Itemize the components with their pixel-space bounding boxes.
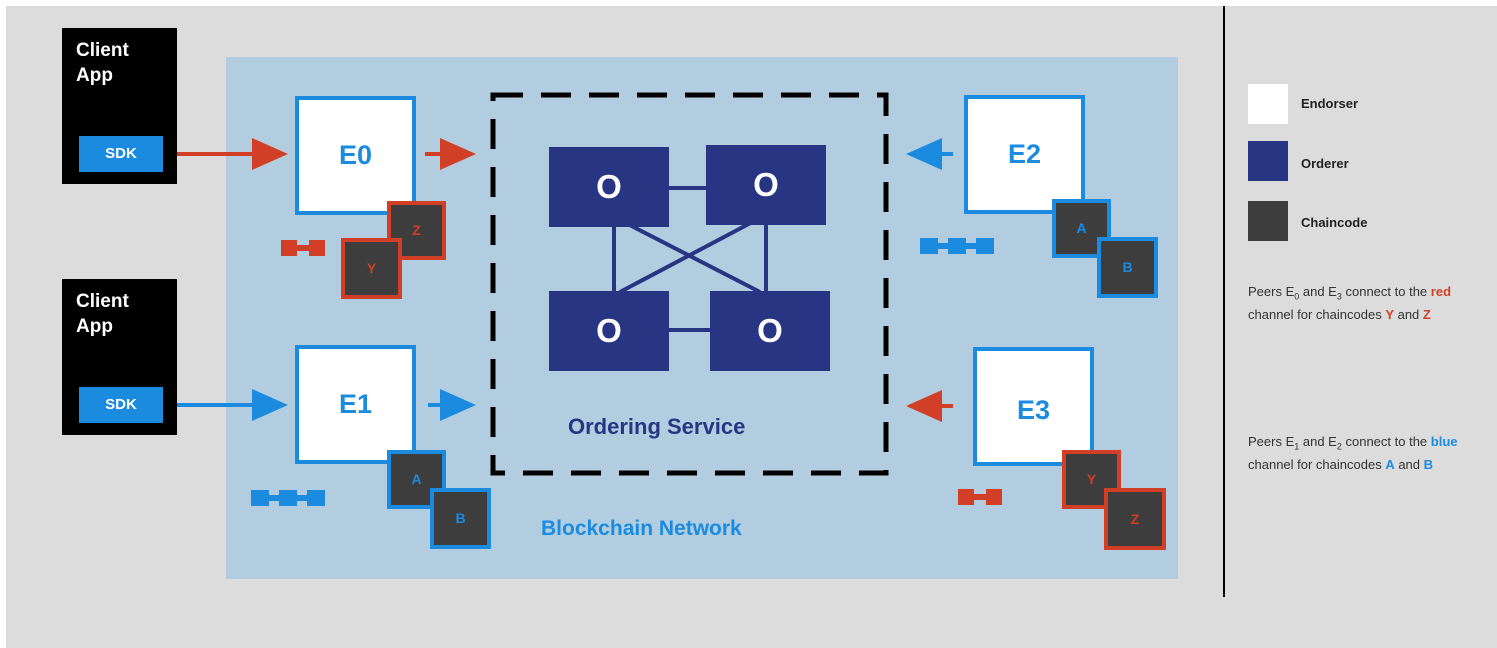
- channel-icon-blue-e2: [920, 238, 994, 254]
- chaincode-label: Y: [366, 260, 377, 276]
- peer-label: E3: [1016, 395, 1051, 425]
- orderer-node: O: [706, 145, 826, 225]
- note-chaincode: Z: [1422, 306, 1431, 322]
- chaincode-y-e0: Y: [341, 238, 402, 299]
- chaincode-b-e2: B: [1097, 237, 1158, 298]
- peer-e2: E2: [964, 95, 1085, 214]
- legend-orderer-label: Orderer: [1301, 156, 1349, 171]
- chaincode-label: Z: [1130, 511, 1140, 527]
- note-chaincode: A: [1385, 456, 1395, 472]
- client-app-label: Client App: [76, 291, 129, 337]
- chaincode-label: B: [1122, 259, 1133, 275]
- chaincode-label: Z: [412, 222, 421, 238]
- peer-label: E2: [1007, 139, 1042, 169]
- legend-chaincode-swatch: [1248, 201, 1288, 241]
- note-text: Peers E: [1248, 284, 1295, 299]
- note-channel-name: blue: [1430, 434, 1458, 449]
- note-subscript: 3: [1336, 291, 1342, 302]
- note-chaincode: Y: [1385, 306, 1394, 322]
- note-text: and E: [1299, 284, 1337, 299]
- peer-e0: E0: [295, 96, 416, 215]
- channel-icon-red-e0: [281, 240, 325, 256]
- orderer-node: O: [549, 147, 669, 227]
- sdk-box: SDK: [79, 387, 163, 423]
- client-app-bottom: Client App SDK: [62, 279, 177, 435]
- note-text: and: [1393, 306, 1423, 322]
- ordering-service-label: Ordering Service: [568, 414, 746, 439]
- peer-label: E0: [338, 140, 373, 170]
- note-subscript: 1: [1294, 441, 1300, 452]
- note-text: Peers E: [1248, 434, 1295, 449]
- client-app-label: Client App: [76, 40, 129, 86]
- client-app-top: Client App SDK: [62, 28, 177, 184]
- chaincode-label: Y: [1086, 471, 1097, 487]
- sdk-box: SDK: [79, 136, 163, 172]
- chaincode-label: A: [411, 471, 422, 487]
- peer-e3: E3: [973, 347, 1094, 466]
- note-red-channel: Peers E0 and E3 connect to the red chann…: [1248, 283, 1468, 323]
- channel-icon-blue-e1: [251, 490, 325, 506]
- peer-e1: E1: [295, 345, 416, 464]
- note-channel-name: red: [1430, 284, 1452, 299]
- channel-icon-red-e3: [958, 489, 1002, 505]
- blockchain-network-label: Blockchain Network: [541, 517, 742, 540]
- peer-label: E1: [338, 389, 373, 419]
- note-chaincode: B: [1423, 456, 1434, 472]
- legend-endorser-label: Endorser: [1301, 96, 1359, 111]
- chaincode-label: B: [455, 510, 466, 526]
- chaincode-label: A: [1076, 220, 1087, 236]
- note-subscript: 0: [1294, 291, 1300, 302]
- note-text: channel for chaincodes: [1248, 456, 1386, 472]
- legend-orderer-swatch: [1248, 141, 1288, 181]
- legend-divider: [1223, 6, 1225, 597]
- note-text: connect to the: [1341, 284, 1431, 299]
- chaincode-b-e1: B: [430, 488, 491, 549]
- orderer-node: O: [710, 291, 830, 371]
- note-text: and E: [1299, 434, 1337, 449]
- note-text: and: [1394, 456, 1424, 472]
- orderer-links: [612, 186, 768, 332]
- note-subscript: 2: [1336, 441, 1342, 452]
- chaincode-z-e3: Z: [1104, 488, 1166, 550]
- legend-chaincode-label: Chaincode: [1301, 215, 1368, 230]
- orderer-node: O: [549, 291, 669, 371]
- legend-endorser-swatch: [1248, 84, 1288, 124]
- ordering-service-boundary: [490, 92, 889, 476]
- note-text: connect to the: [1341, 434, 1431, 449]
- note-blue-channel: Peers E1 and E2 connect to the blue chan…: [1248, 433, 1468, 473]
- note-text: channel for chaincodes: [1248, 306, 1386, 322]
